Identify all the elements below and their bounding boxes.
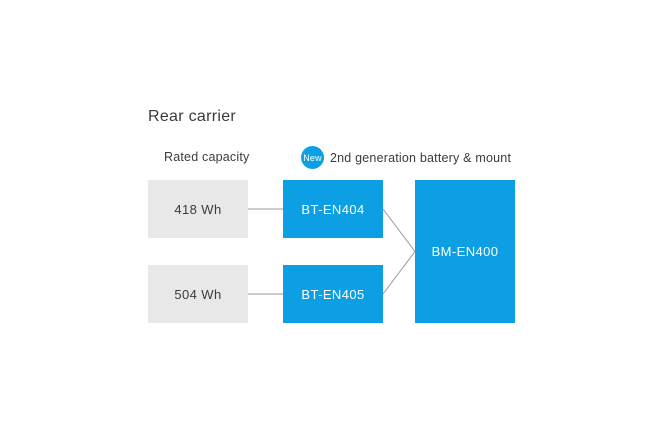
generation-caption: 2nd generation battery & mount	[330, 151, 512, 165]
battery-box-bt-en404: BT-EN404	[283, 180, 383, 238]
connector-line-battery1-mount	[382, 208, 416, 252]
new-badge-label: New	[303, 152, 322, 163]
rated-capacity-label: Rated capacity	[164, 150, 250, 164]
mount-box-bm-en400: BM-EN400	[415, 180, 515, 323]
battery-box-bt-en405: BT-EN405	[283, 265, 383, 323]
capacity-box-418-label: 418 Wh	[174, 201, 222, 217]
capacity-box-418: 418 Wh	[148, 180, 248, 238]
page-title: Rear carrier	[148, 108, 237, 125]
capacity-box-504: 504 Wh	[148, 265, 248, 323]
capacity-box-504-label: 504 Wh	[174, 286, 222, 302]
new-badge: New	[301, 146, 324, 169]
connector-line-battery2-mount	[382, 251, 416, 295]
battery-box-bt-en404-label: BT-EN404	[301, 201, 365, 217]
mount-box-bm-en400-label: BM-EN400	[431, 244, 499, 259]
battery-box-bt-en405-label: BT-EN405	[301, 286, 365, 302]
